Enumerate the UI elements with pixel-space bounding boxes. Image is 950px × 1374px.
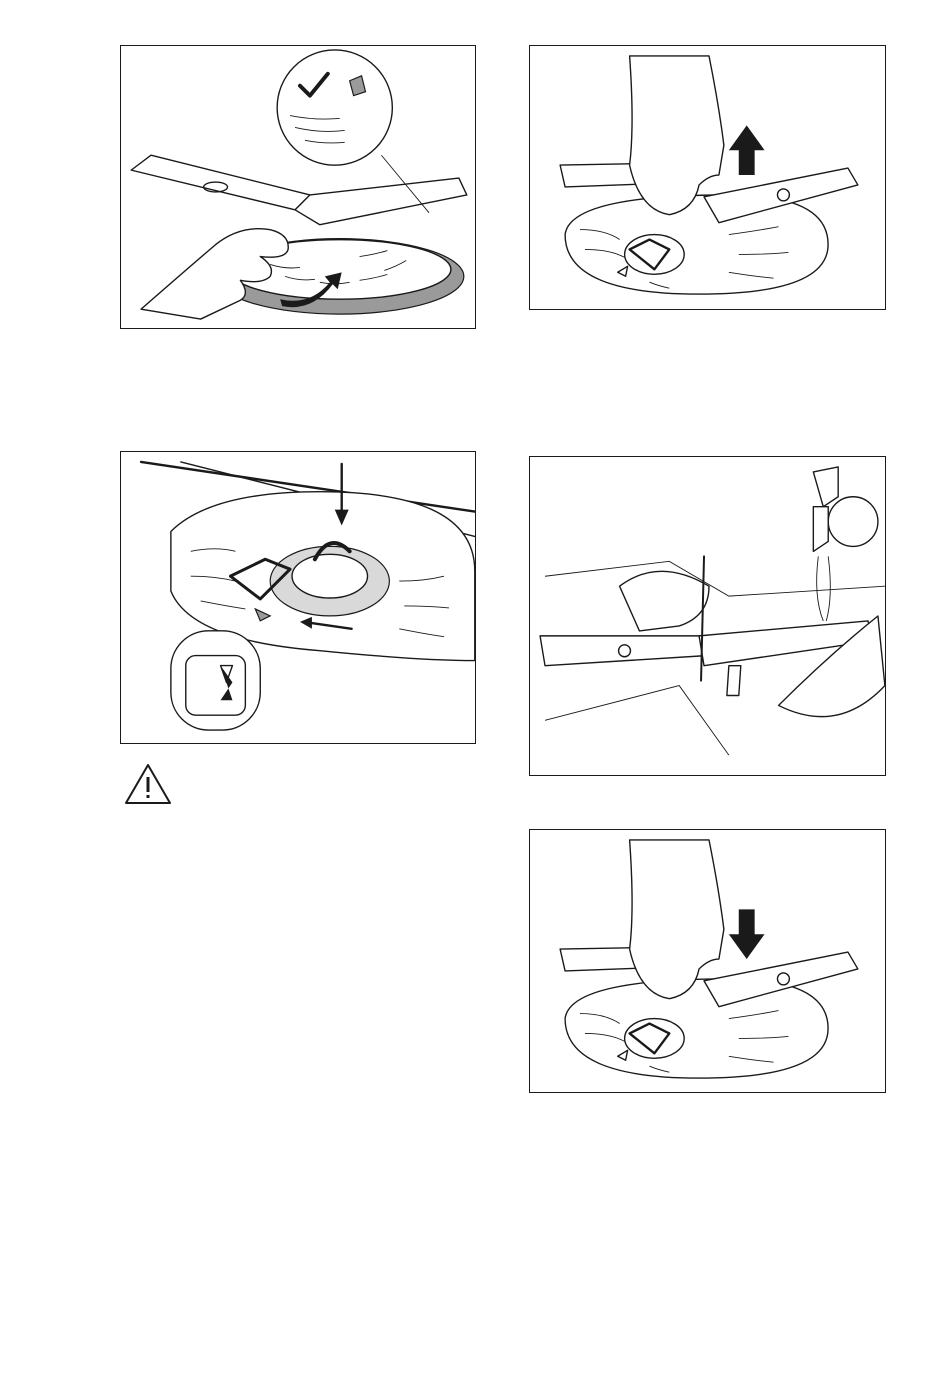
spray-arm-remove-drawing bbox=[530, 46, 885, 309]
filter-plate bbox=[565, 195, 828, 294]
illustration-spray-arm-remove bbox=[529, 45, 886, 310]
down-arrow-icon bbox=[729, 909, 765, 959]
filter-icon bbox=[292, 554, 367, 598]
filter-plate bbox=[565, 979, 828, 1078]
sink-edge-bottom bbox=[545, 686, 729, 756]
spray-arm-clean-drawing bbox=[530, 457, 885, 775]
hand-icon bbox=[630, 56, 724, 215]
water-stream-2 bbox=[826, 556, 830, 621]
spray-arm-install-drawing bbox=[121, 46, 475, 328]
illustration-filter-install bbox=[120, 451, 476, 744]
water-stream bbox=[817, 556, 824, 621]
spray-arm-right bbox=[295, 178, 467, 225]
filter-install-drawing bbox=[121, 452, 475, 743]
up-arrow-icon bbox=[729, 125, 765, 175]
tap-wall-flange bbox=[828, 497, 878, 547]
illustration-spray-arm-clean bbox=[529, 456, 886, 776]
detail-magnifier-icon bbox=[277, 50, 392, 165]
hand-icon bbox=[630, 840, 724, 999]
hand-icon bbox=[620, 571, 709, 631]
illustration-spray-arm-refit bbox=[529, 829, 886, 1093]
warning-triangle-icon bbox=[123, 762, 173, 806]
spray-arm-stem bbox=[727, 666, 741, 696]
spray-arm-left bbox=[540, 636, 704, 666]
tap-spout bbox=[813, 507, 828, 552]
spray-arm-refit-drawing bbox=[530, 830, 885, 1092]
warning-triangle-drawing bbox=[123, 762, 173, 806]
sink-edge-top bbox=[545, 561, 885, 596]
warning-exclamation-bar bbox=[147, 777, 150, 792]
illustration-spray-arm-install bbox=[120, 45, 476, 329]
water-tap-icon bbox=[813, 467, 838, 507]
warning-exclamation-dot bbox=[147, 795, 150, 798]
